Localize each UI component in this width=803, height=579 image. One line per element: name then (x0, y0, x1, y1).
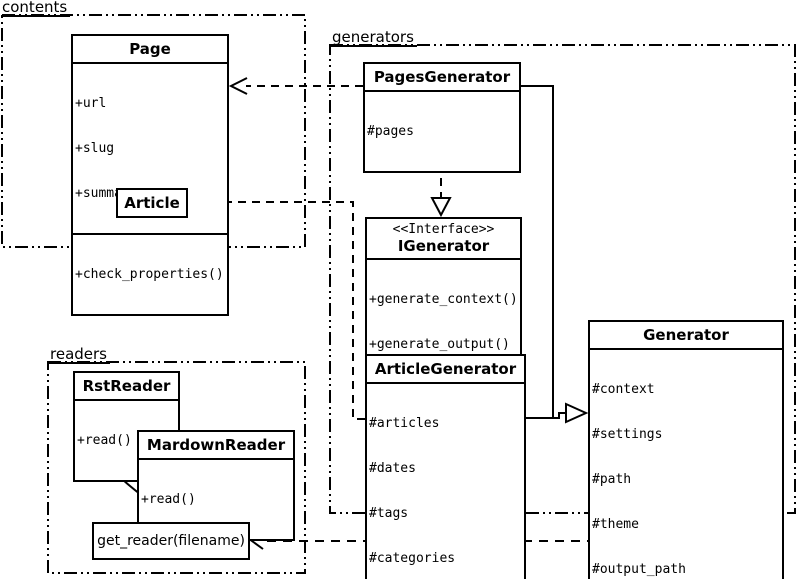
class-articlegenerator: ArticleGenerator #articles #dates #tags … (365, 354, 526, 579)
class-igenerator-methods: +generate_context() +generate_output() (367, 258, 520, 384)
package-label-contents: contents (1, 0, 71, 17)
attribute: +url (75, 96, 107, 111)
class-page: Page +url +slug +summary +check_properti… (71, 34, 229, 316)
class-igenerator-stereotype: <<Interface>> (392, 222, 495, 237)
generalization-generator-triangle (565, 402, 589, 424)
package-frame-generators (329, 44, 796, 514)
class-pagesgenerator-title: PagesGenerator (373, 68, 511, 86)
attribute: #settings (592, 427, 663, 442)
class-article-title: Article (124, 194, 180, 212)
attribute: #articles (369, 416, 440, 431)
attribute: #pages (367, 124, 414, 139)
attribute: #dates (369, 461, 416, 476)
class-igenerator-name: IGenerator (397, 237, 490, 255)
class-igenerator-title: <<Interface>> IGenerator (367, 219, 520, 258)
attribute: #theme (592, 517, 639, 532)
class-rstreader-methods: +read() (75, 399, 178, 480)
class-generator: Generator #context #settings #path #them… (588, 320, 784, 579)
class-articlegenerator-title: ArticleGenerator (374, 360, 517, 378)
class-article: Article (116, 188, 188, 218)
class-page-methods: +check_properties() (73, 233, 227, 314)
class-rstreader-title: RstReader (82, 377, 171, 395)
class-pagesgenerator-attributes: #pages (365, 90, 519, 171)
class-pagesgenerator: PagesGenerator #pages (363, 62, 521, 173)
package-label-generators: generators (331, 29, 417, 47)
method: +generate_context() (369, 292, 518, 307)
generalization-articlegenerator-generator-line (526, 412, 566, 419)
attribute: #tags (369, 506, 409, 521)
realization-pagesgenerator-igenerator-triangle (430, 197, 452, 218)
class-generator-attributes: #context #settings #path #theme #output_… (590, 348, 782, 579)
function-box-get-reader: get_reader(filename) (92, 522, 250, 560)
package-label-readers: readers (49, 346, 110, 364)
method: +generate_output() (369, 337, 510, 352)
attribute: +slug (75, 141, 115, 156)
function-box-label: get_reader(filename) (97, 533, 245, 549)
attribute: #output_path (592, 562, 686, 577)
class-mardownreader-methods: +read() (139, 458, 293, 539)
class-articlegenerator-attributes: #articles #dates #tags #categories (367, 382, 524, 579)
method: +read() (77, 433, 132, 448)
attribute: #context (592, 382, 655, 397)
dependency-pagesgenerator-page-arrowhead (228, 77, 248, 95)
class-page-title: Page (129, 40, 171, 58)
method: +read() (141, 492, 196, 507)
attribute: #path (592, 472, 632, 487)
package-frame-readers (47, 361, 306, 574)
method: +check_properties() (75, 267, 224, 282)
class-generator-title: Generator (643, 326, 729, 344)
dependency-articlegenerator-article-line (206, 201, 365, 420)
attribute: #categories (369, 551, 456, 566)
generalization-pagesgenerator-generator-line (521, 85, 554, 418)
package-frame-contents (1, 14, 306, 248)
class-mardownreader-title: MardownReader (146, 436, 286, 454)
